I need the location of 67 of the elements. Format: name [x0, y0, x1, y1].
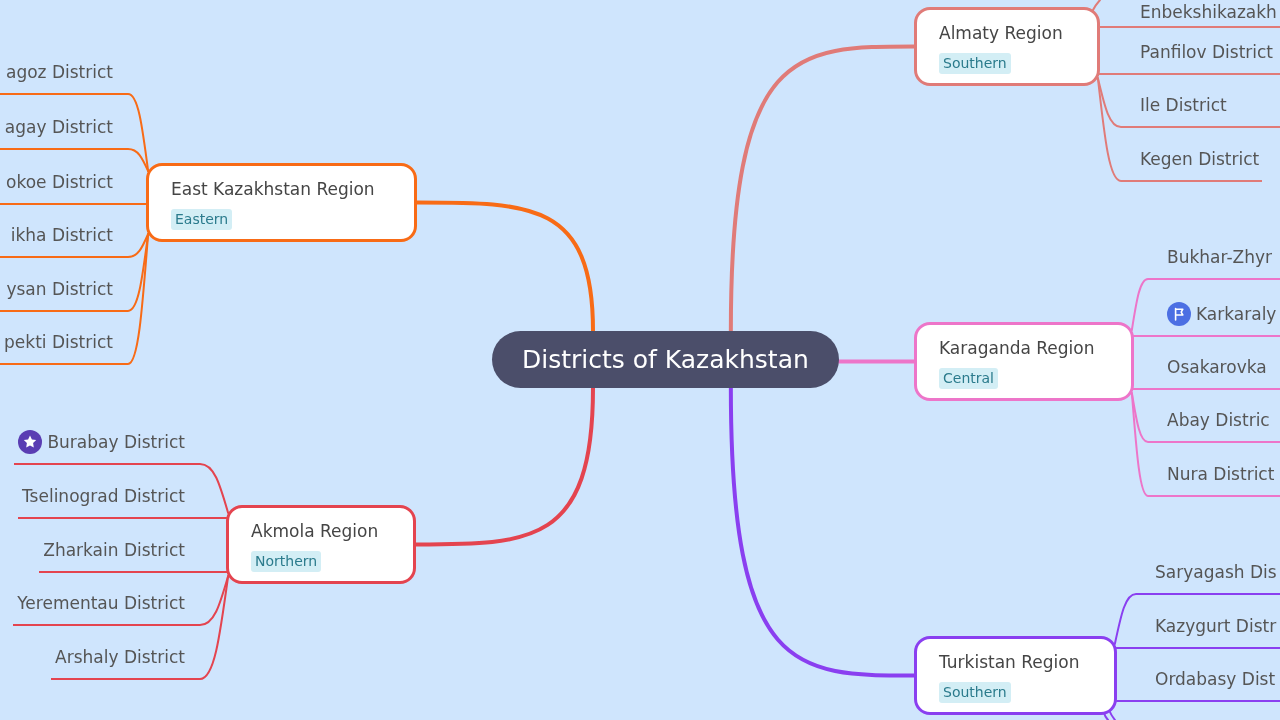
- district-name: Panfilov District: [1140, 41, 1274, 64]
- district-name: Arshaly District: [55, 646, 185, 669]
- region-box: [914, 322, 1134, 401]
- district-name: ysan District: [6, 278, 113, 301]
- district-name: Bukhar-Zhyr: [1167, 246, 1272, 269]
- region-name: Karaganda Region: [939, 337, 1095, 360]
- district-name: Karkaraly: [1196, 303, 1277, 326]
- region-tag: Eastern: [171, 209, 233, 230]
- branch-line: [414, 386, 595, 547]
- branch-line: [1115, 647, 1137, 649]
- branch-line: [1130, 392, 1149, 497]
- region-box: [146, 163, 417, 242]
- leaf-node: [1148, 302, 1280, 337]
- branch-line: [728, 44, 916, 333]
- district-name: Zharkain District: [43, 539, 185, 562]
- district-name: Saryagash Dis: [1155, 561, 1277, 584]
- district-name: Abay Distric: [1167, 409, 1270, 432]
- region-tag: Northern: [251, 551, 322, 572]
- branch-line: [1130, 278, 1149, 331]
- district-name: Tselinograd District: [22, 485, 185, 508]
- district-name: Osakarovka: [1167, 356, 1267, 379]
- district-name: Enbekshikazakh: [1140, 1, 1277, 24]
- branch-line: [127, 233, 150, 365]
- branch-line: [728, 386, 916, 678]
- district-name: Yerementau District: [17, 592, 185, 615]
- branch-line: [1115, 700, 1137, 702]
- root-label: Districts of Kazakhstan: [522, 344, 809, 375]
- region-box: [226, 505, 416, 584]
- district-name: pekti District: [4, 331, 113, 354]
- leaf-node: [14, 430, 200, 465]
- branch-line: [127, 203, 147, 205]
- branch-line: [127, 233, 150, 258]
- branch-line: [1098, 73, 1122, 75]
- branch-line: [1096, 77, 1122, 182]
- branch-line: [1092, 0, 1101, 11]
- branch-line: [127, 93, 150, 172]
- district-name: agoz District: [6, 61, 113, 84]
- district-name: Kazygurt Distr: [1155, 615, 1277, 638]
- root-node: [492, 331, 839, 388]
- district-name: Ordabasy Dist: [1155, 668, 1276, 691]
- branch-line: [1132, 388, 1149, 390]
- region-tag: Central: [939, 368, 998, 389]
- branch-line: [199, 575, 230, 680]
- region-tag: Southern: [939, 682, 1011, 703]
- district-name: agay District: [4, 116, 113, 139]
- region-tag: Southern: [939, 53, 1011, 74]
- branch-line: [127, 148, 150, 172]
- district-name: okoe District: [6, 171, 113, 194]
- district-name: Ile District: [1140, 94, 1227, 117]
- region-name: Akmola Region: [251, 520, 379, 543]
- region-name: East Kazakhstan Region: [171, 178, 375, 201]
- district-name: Burabay District: [47, 431, 185, 454]
- region-box: [914, 636, 1117, 715]
- region-name: Turkistan Region: [939, 651, 1080, 674]
- region-box: [914, 7, 1100, 86]
- district-name: Nura District: [1167, 463, 1275, 486]
- branch-line: [415, 200, 595, 333]
- district-name: Kegen District: [1140, 148, 1260, 171]
- region-name: Almaty Region: [939, 22, 1063, 45]
- branch-line: [1113, 593, 1137, 645]
- branch-line: [1099, 26, 1122, 28]
- branch-line: [199, 571, 228, 573]
- branch-line: [199, 517, 228, 519]
- branch-line: [199, 575, 230, 626]
- district-name: ikha District: [10, 224, 113, 247]
- branch-line: [1132, 335, 1149, 337]
- branch-line: [199, 463, 230, 514]
